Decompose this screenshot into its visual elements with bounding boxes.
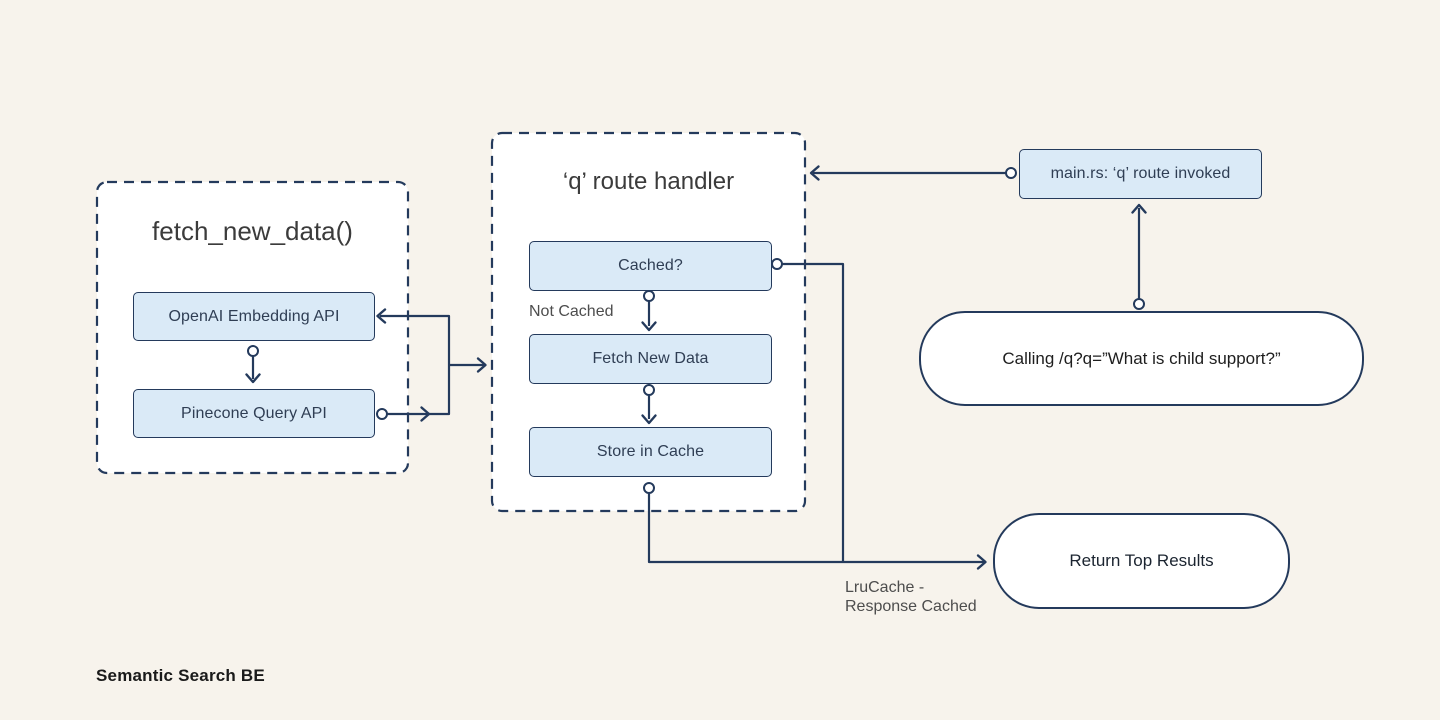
arrowhead-down-icon xyxy=(245,373,261,384)
node-cached[interactable]: Cached? xyxy=(529,241,772,291)
edge-source-dot xyxy=(771,258,783,270)
arrowhead-down-icon xyxy=(641,321,657,332)
arrowhead-right-icon xyxy=(420,406,431,422)
node-label: Pinecone Query API xyxy=(181,404,327,422)
node-label: OpenAI Embedding API xyxy=(168,307,340,325)
node-label: Return Top Results xyxy=(1069,551,1214,570)
edge-mainrs-to-route xyxy=(809,165,1017,181)
edge-source-dot xyxy=(643,384,655,396)
node-label: Cached? xyxy=(618,257,683,274)
edge-label-lru-line2: Response Cached xyxy=(845,598,977,615)
edge-source-dot xyxy=(376,408,388,420)
node-openai-embedding-api[interactable]: OpenAI Embedding API xyxy=(133,292,375,341)
edge-source-dot xyxy=(1133,298,1145,310)
node-main-rs-route-invoked[interactable]: main.rs: ‘q’ route invoked xyxy=(1019,149,1262,199)
group-fetch-title: fetch_new_data() xyxy=(152,216,353,246)
node-label: Fetch New Data xyxy=(592,350,709,367)
edge-label-lru-cache: LruCache - Response Cached xyxy=(845,578,977,616)
node-fetch-new-data[interactable]: Fetch New Data xyxy=(529,334,772,384)
edge-source-dot xyxy=(643,482,655,494)
node-store-in-cache[interactable]: Store in Cache xyxy=(529,427,772,477)
node-pinecone-query-api[interactable]: Pinecone Query API xyxy=(133,389,375,438)
edge-openai-to-pinecone xyxy=(245,345,261,384)
node-label: Store in Cache xyxy=(596,443,705,460)
edge-cached-to-fetchnew xyxy=(641,290,657,332)
node-label: Calling /q?q=”What is child support?” xyxy=(1002,348,1281,368)
node-label: main.rs: ‘q’ route invoked xyxy=(1050,165,1231,182)
arrowhead-right-icon xyxy=(976,554,987,570)
edge-cached-to-return-join xyxy=(771,258,845,561)
edge-calling-to-mainrs xyxy=(1131,203,1147,310)
edge-label-not-cached: Not Cached xyxy=(529,303,614,320)
edge-pinecone-riser xyxy=(376,308,487,422)
arrowhead-right-icon xyxy=(476,357,487,373)
edge-label-lru-line1: LruCache - xyxy=(845,579,925,596)
node-return-top-results[interactable]: Return Top Results xyxy=(993,513,1290,609)
arrowhead-up-icon xyxy=(1131,203,1147,214)
edge-fetchnew-to-store xyxy=(641,384,657,425)
edge-source-dot xyxy=(1005,167,1017,179)
edge-source-dot xyxy=(247,345,259,357)
group-route-title: ‘q’ route handler xyxy=(562,168,735,195)
diagram-title: Semantic Search BE xyxy=(96,666,265,685)
arrowhead-left-icon xyxy=(809,165,820,181)
arrowhead-down-icon xyxy=(641,414,657,425)
node-calling-query[interactable]: Calling /q?q=”What is child support?” xyxy=(919,311,1364,406)
arrowhead-left-icon xyxy=(376,308,387,324)
edge-source-dot xyxy=(643,290,655,302)
edge-store-to-return xyxy=(643,482,987,570)
